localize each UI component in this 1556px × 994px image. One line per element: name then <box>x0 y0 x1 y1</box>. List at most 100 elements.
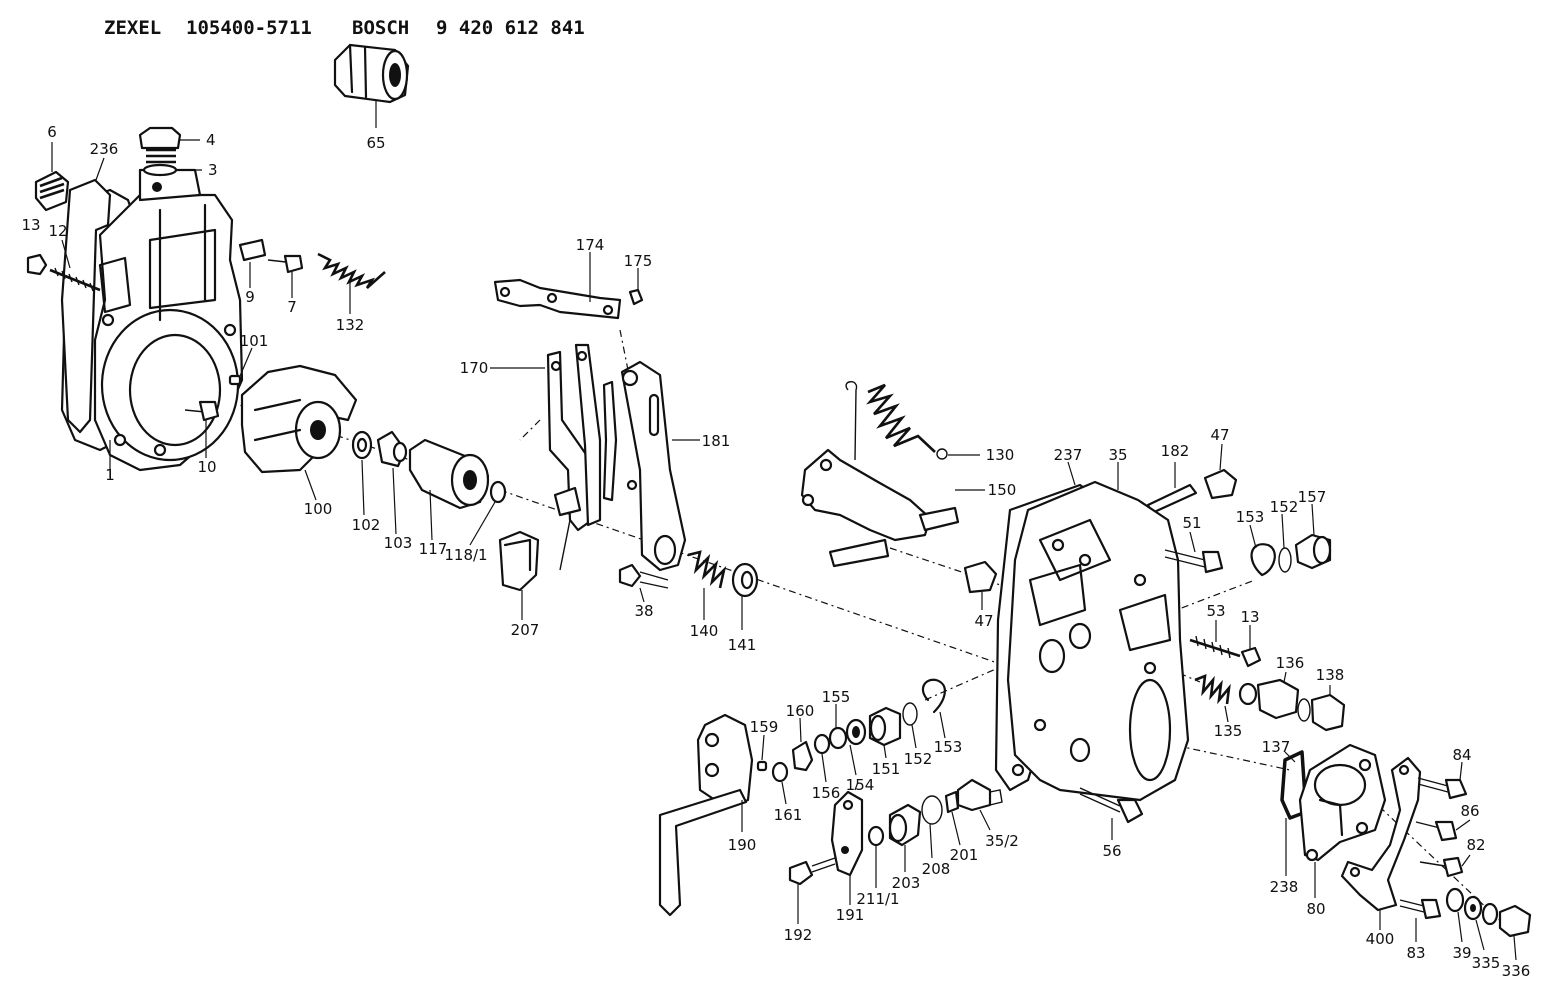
part-203-bushing <box>888 803 922 872</box>
part-400-bracket <box>1340 756 1422 930</box>
part-236-gasket <box>60 157 112 434</box>
callout-102: 102 <box>352 516 381 534</box>
callout-161: 161 <box>774 806 803 824</box>
callout-82: 82 <box>1466 836 1485 854</box>
callout-174: 174 <box>576 236 605 254</box>
callout-100: 100 <box>304 500 333 518</box>
callout-153-upper: 153 <box>1236 508 1265 526</box>
part-86-screw <box>1415 819 1471 842</box>
part-38-screw <box>618 563 669 603</box>
callout-141: 141 <box>728 636 757 654</box>
part-118-1-washer <box>469 480 507 546</box>
callout-1: 1 <box>105 466 115 484</box>
part-152-oring-lower <box>902 702 918 749</box>
part-191-lever-plate <box>830 781 864 905</box>
callout-208: 208 <box>922 860 951 878</box>
callout-237: 237 <box>1054 446 1083 464</box>
callout-335: 335 <box>1472 954 1501 972</box>
callout-47-upper: 47 <box>1210 426 1229 444</box>
callout-65: 65 <box>366 134 385 152</box>
part-83-screw <box>1399 898 1442 942</box>
part-150-lever <box>800 448 985 568</box>
part-135-spring <box>1194 673 1231 723</box>
callout-211-1: 211/1 <box>856 890 899 908</box>
part-153-circlip-upper <box>1249 524 1276 577</box>
part-53-stud <box>1189 620 1241 659</box>
callout-6: 6 <box>47 123 57 141</box>
part-141-nut <box>731 562 759 630</box>
part-56-bolt <box>1079 787 1144 840</box>
callout-192: 192 <box>784 926 813 944</box>
part-51-screw <box>1164 531 1224 574</box>
part-156-washer <box>813 733 831 783</box>
callout-47-lower: 47 <box>974 612 993 630</box>
part-175-nut <box>628 268 644 306</box>
callout-181: 181 <box>702 432 731 450</box>
callout-86: 86 <box>1460 802 1479 820</box>
part-181-lever <box>620 360 700 572</box>
callout-207: 207 <box>511 621 540 639</box>
callout-35-2: 35/2 <box>985 832 1019 850</box>
part-35-governor-cover <box>1006 462 1190 802</box>
part-154-bushing <box>845 718 867 776</box>
part-130-spring <box>845 381 980 461</box>
callout-118-1: 118/1 <box>444 546 487 564</box>
header-maker-bosch: BOSCH <box>352 17 409 39</box>
part-82-screw <box>1419 854 1471 878</box>
part-140-spring <box>687 550 727 620</box>
part-136-adjusting-nut <box>1238 671 1300 720</box>
part-174-link <box>493 252 622 320</box>
part-160-bushing <box>791 717 814 772</box>
part-9-plate <box>238 238 267 288</box>
part-100-flyweight-assembly <box>240 364 358 501</box>
part-192-screw <box>788 857 836 924</box>
part-39-washer <box>1445 887 1465 943</box>
callout-117: 117 <box>419 540 448 558</box>
callout-201: 201 <box>950 846 979 864</box>
part-7-screw <box>267 254 304 298</box>
part-155-washer <box>828 704 848 750</box>
callout-157: 157 <box>1298 488 1327 506</box>
callout-7: 7 <box>287 298 297 316</box>
callout-152-lower: 152 <box>904 750 933 768</box>
part-208-ring <box>921 795 943 859</box>
part-153-circlip-lower <box>921 678 946 739</box>
callout-137: 137 <box>1262 738 1291 756</box>
callout-140: 140 <box>690 622 719 640</box>
callout-84: 84 <box>1452 746 1471 764</box>
part-4-screw-plug <box>138 126 200 164</box>
part-157-plug <box>1294 503 1332 570</box>
part-13-nut-left <box>26 253 48 276</box>
callout-336: 336 <box>1502 962 1531 980</box>
part-207-bracket <box>498 530 540 620</box>
part-6-plug <box>34 142 70 212</box>
callout-156: 156 <box>812 784 841 802</box>
callout-155: 155 <box>822 688 851 706</box>
part-84-screw <box>1417 761 1468 800</box>
callout-400: 400 <box>1366 930 1395 948</box>
callout-150: 150 <box>988 481 1017 499</box>
part-65-nut <box>333 43 410 128</box>
part-336-cap-nut <box>1481 902 1532 961</box>
callout-38: 38 <box>634 602 653 620</box>
callout-56: 56 <box>1102 842 1121 860</box>
part-35-2-plug <box>956 778 1003 831</box>
callout-160: 160 <box>786 702 815 720</box>
callout-4: 4 <box>206 131 216 149</box>
callout-3: 3 <box>208 161 218 179</box>
part-170-lever-assembly <box>490 343 618 571</box>
callout-159: 159 <box>750 718 779 736</box>
callout-51: 51 <box>1182 514 1201 532</box>
callout-9: 9 <box>245 288 255 306</box>
header-part-bosch: 9 420 612 841 <box>436 17 585 39</box>
callout-138: 138 <box>1316 666 1345 684</box>
part-190-shaft-lever <box>658 713 754 917</box>
callout-39: 39 <box>1452 944 1471 962</box>
callout-151: 151 <box>872 760 901 778</box>
part-117-sleeve <box>408 438 490 541</box>
callout-236: 236 <box>90 140 119 158</box>
callout-203: 203 <box>892 874 921 892</box>
part-10-screw <box>184 400 220 458</box>
part-103-bushing <box>376 430 408 535</box>
callout-191: 191 <box>836 906 865 924</box>
